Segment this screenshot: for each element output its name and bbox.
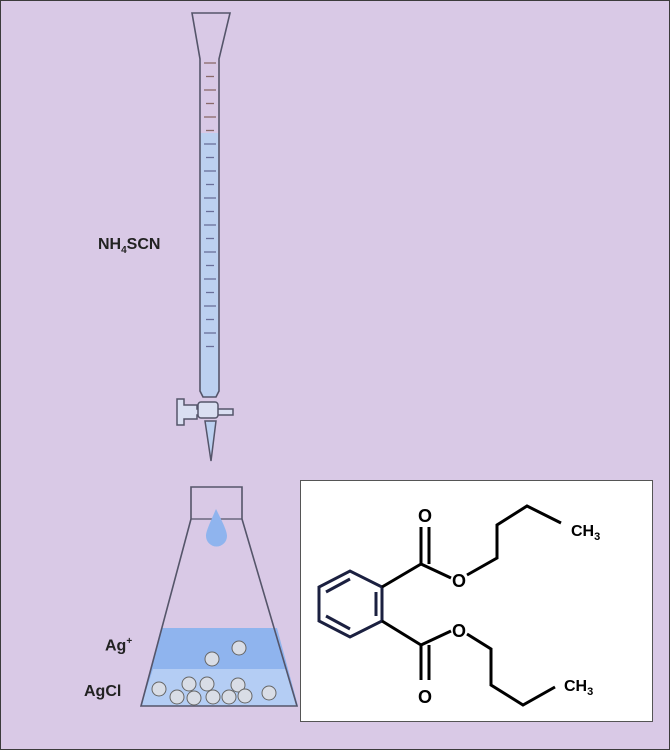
ring-double-bond-1: [325, 577, 351, 594]
titrant-label: NH4SCN: [98, 236, 161, 257]
lower-ester-bonds: [381, 619, 556, 707]
agcl-particle: [186, 690, 202, 706]
agcl-particle: [204, 651, 220, 667]
burette-tip: [204, 420, 217, 462]
agcl-particle: [261, 685, 277, 701]
silver-ion-label: Ag+: [105, 636, 133, 655]
carbonyl-oxygen-bottom: O: [418, 687, 432, 707]
benzene-ring: [317, 569, 384, 639]
agcl-particle: [237, 688, 253, 704]
burette-graduations: [204, 62, 216, 348]
agcl-particle: [205, 689, 221, 705]
agcl-label: AgCl: [84, 683, 122, 700]
agcl-particles: [151, 640, 277, 706]
agcl-particle: [221, 689, 237, 705]
titrant-drop: [206, 509, 227, 547]
agcl-particle: [181, 676, 197, 692]
agcl-particle: [230, 677, 246, 693]
agcl-particle: [151, 681, 167, 697]
ring-double-bond-2: [325, 614, 351, 631]
upper-ester-bonds: [381, 504, 562, 589]
agcl-particle: [169, 689, 185, 705]
structure-panel: O O O O CH3 CH3: [300, 480, 653, 722]
ester-oxygen-bottom: O: [452, 621, 466, 641]
stopcock-valve: [197, 401, 219, 419]
ester-oxygen-top: O: [452, 571, 466, 591]
agcl-particle: [199, 676, 215, 692]
agcl-particle: [231, 640, 247, 656]
carbonyl-oxygen-top: O: [418, 506, 432, 526]
methyl-label-bottom: CH3: [564, 678, 593, 698]
methyl-label-top: CH3: [571, 523, 600, 543]
dibutyl-phthalate-structure: O O O O CH3 CH3: [317, 504, 600, 707]
burette-body: [191, 12, 232, 398]
